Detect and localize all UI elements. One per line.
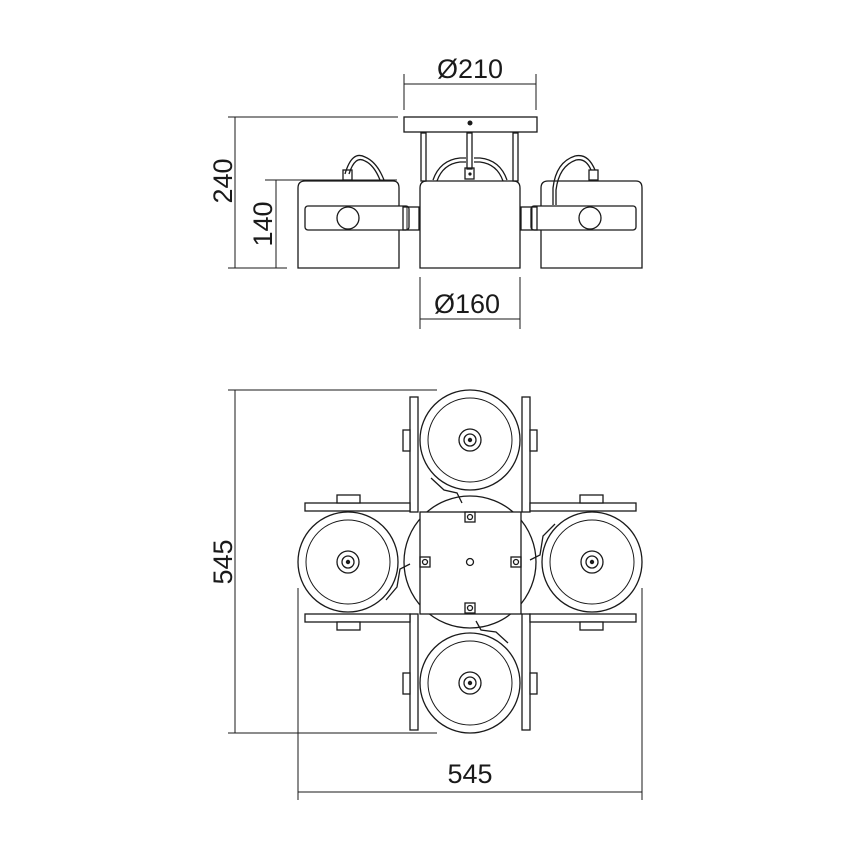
top-shade-south: [419, 620, 521, 734]
top-shade-north: [419, 389, 521, 504]
dimension-overall-depth: 545: [208, 389, 437, 734]
label-shade-diameter: Ø160: [434, 289, 500, 319]
label-canopy-diameter: Ø210: [437, 54, 503, 84]
dimension-canopy-diameter: Ø210: [403, 54, 537, 110]
label-overall-width: 545: [447, 759, 492, 789]
side-shade-right: [520, 154, 643, 269]
top-shade-east: [529, 511, 643, 613]
dimension-overall-width: 545: [297, 588, 643, 800]
side-shade-left: [297, 154, 420, 269]
side-shade-center: [419, 180, 521, 269]
label-shade-height: 140: [248, 201, 278, 246]
dimension-total-height: 240: [208, 116, 398, 269]
label-total-height: 240: [208, 158, 238, 203]
top-shade-west: [297, 511, 411, 613]
top-center-screws: [419, 511, 522, 614]
top-canopy-disc: [403, 495, 537, 629]
top-view: 545 545: [208, 389, 643, 800]
label-overall-depth: 545: [208, 539, 238, 584]
top-center-plate: [419, 511, 522, 615]
dimension-shade-diameter: Ø160: [419, 277, 521, 329]
side-view: Ø210 240 140: [208, 54, 643, 329]
dimension-shade-height: 140: [248, 179, 397, 268]
canopy-screw-icon: [467, 120, 473, 126]
canopy: [403, 116, 538, 133]
top-frame: [304, 396, 637, 731]
